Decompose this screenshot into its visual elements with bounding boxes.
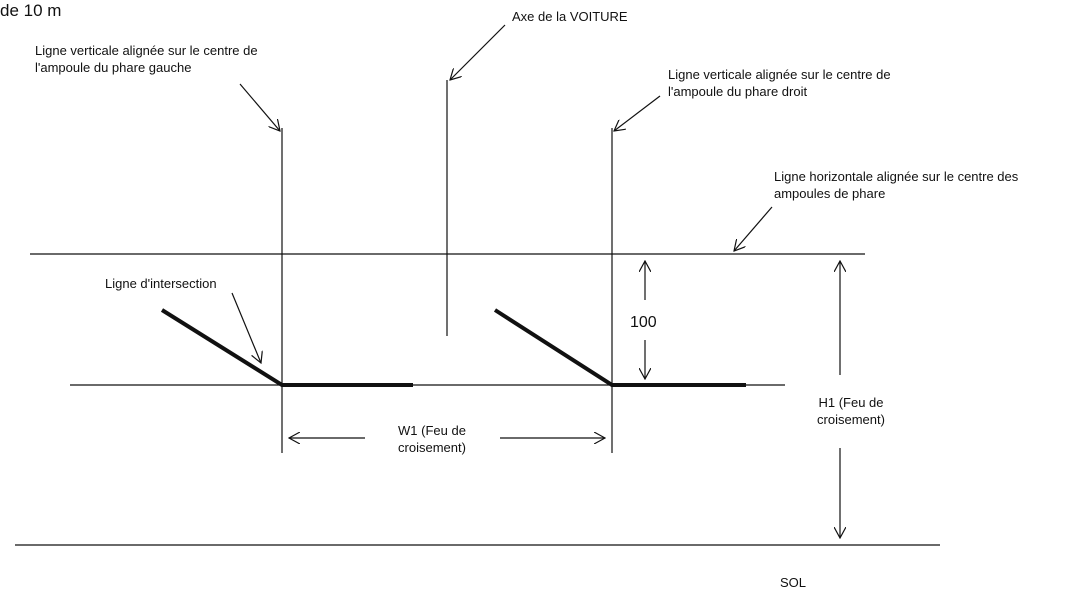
right-vertical-label: Ligne verticale alignée sur le centre de… — [668, 67, 891, 99]
top-title-fragment: de 10 m — [0, 1, 62, 20]
intersection-label: Ligne d'intersection — [105, 276, 217, 291]
w1-label: W1 (Feu de croisement) — [398, 423, 466, 455]
dim-100-label: 100 — [630, 314, 657, 331]
h1-label: H1 (Feu de croisement) — [817, 395, 885, 427]
intersection-leader — [231, 292, 261, 363]
right-cutoff-line — [493, 308, 746, 387]
horizontal-leader — [734, 206, 773, 251]
car-axis-label: Axe de la VOITURE — [512, 9, 628, 24]
horizontal-line-label: Ligne horizontale alignée sur le centre … — [774, 169, 1019, 201]
left-cutoff-line — [160, 308, 413, 387]
right-vertical-leader — [614, 95, 661, 131]
ground-label: SOL — [780, 575, 807, 590]
left-vertical-leader — [239, 83, 280, 131]
car-axis-leader — [450, 24, 506, 80]
left-vertical-label: Ligne verticale alignée sur le centre de… — [35, 43, 258, 75]
